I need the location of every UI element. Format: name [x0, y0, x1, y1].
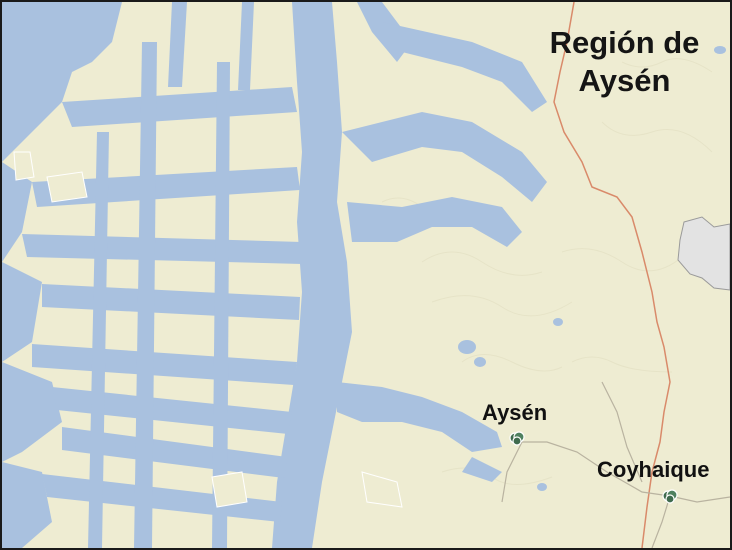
city-cluster-marker-icon[interactable]: [509, 430, 525, 446]
regional-border: [553, 2, 671, 548]
neighbor-region: [677, 216, 730, 291]
islands: [13, 151, 403, 508]
city-cluster-marker-icon[interactable]: [662, 488, 678, 504]
region-title-line1: Región de: [549, 25, 700, 60]
region-title: Región de Aysén: [522, 24, 727, 100]
terrain-shading: [381, 58, 713, 485]
city-label-aysen[interactable]: Aysén: [482, 400, 548, 425]
roads: [501, 381, 730, 548]
region-title-line2: Aysén: [578, 63, 671, 98]
city-label-coyhaique[interactable]: Coyhaique: [597, 457, 710, 482]
